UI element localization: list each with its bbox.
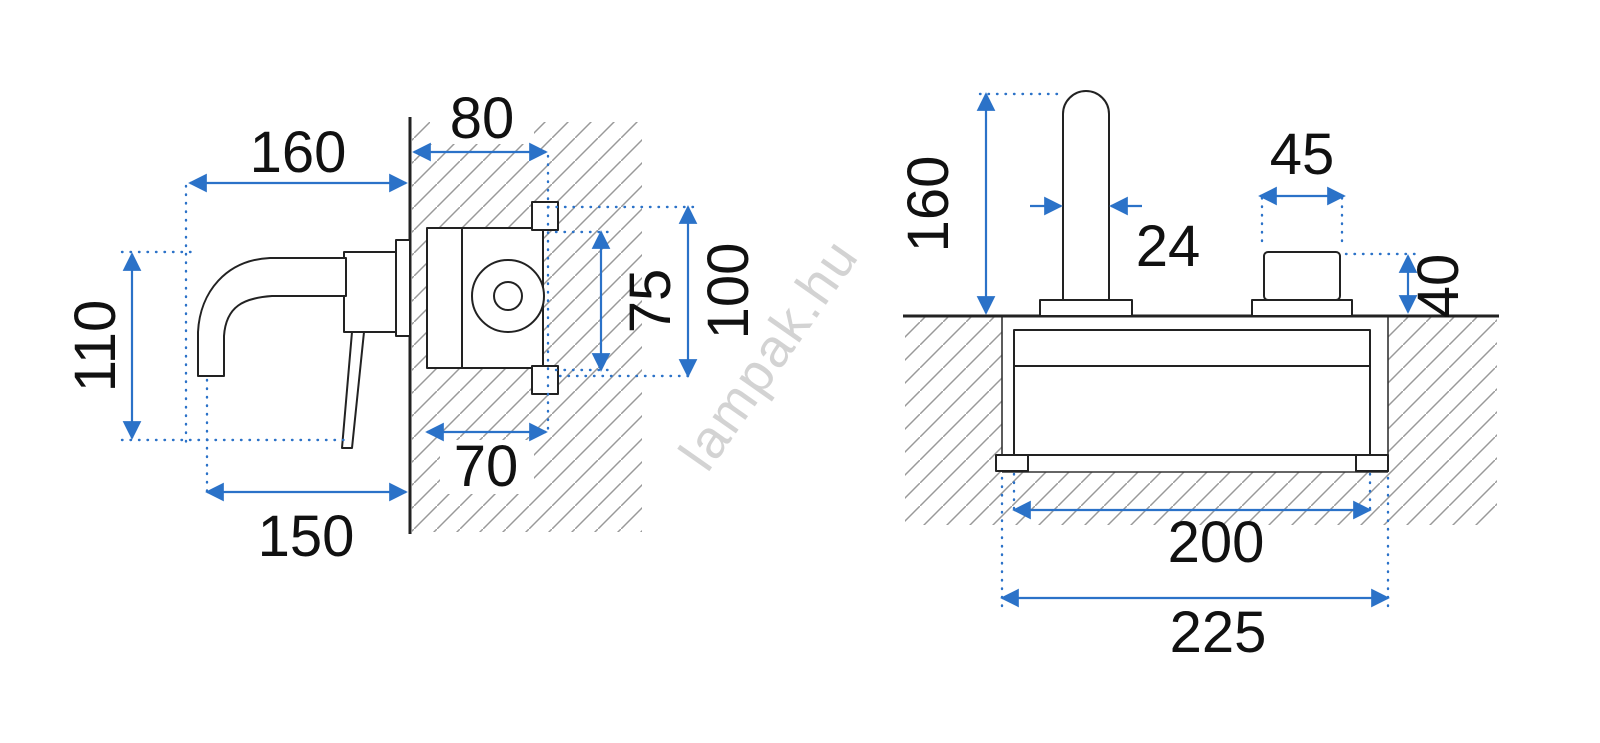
dim-40-label: 40 [1406, 254, 1471, 319]
dim-80-label: 80 [450, 86, 515, 151]
handle-base-flange [1251, 299, 1353, 317]
valve-cartridge-inner-circle [493, 281, 523, 311]
dim-45-label: 45 [1270, 122, 1335, 187]
spout-base-flange [1039, 299, 1133, 317]
dim-225-label: 225 [1170, 600, 1267, 665]
valve-mounting-ear-top [531, 201, 559, 231]
dim-24-label: 24 [1136, 214, 1201, 279]
curved-spout [197, 257, 347, 377]
dim-110-label: 110 [63, 300, 128, 392]
dim-150-label: 150 [258, 504, 355, 569]
mixer-foot-left [995, 454, 1029, 472]
hatch-gap-80-label [430, 88, 534, 144]
escutcheon-plate [395, 239, 411, 337]
mixer-foot-right [1355, 454, 1389, 472]
mixer-body [1013, 329, 1371, 456]
dim-75-label: 75 [618, 269, 683, 334]
hatch-gap-70-label [440, 440, 534, 494]
valve-mounting-ear-bottom [531, 365, 559, 395]
right-view-deck-mounted-mixer: 160 24 45 40 200 225 [896, 90, 1499, 665]
lever-handle [341, 331, 365, 449]
dim-70-label: 70 [454, 434, 519, 499]
handle-block [343, 251, 397, 333]
dim-100-label: 100 [696, 243, 761, 340]
dim-160-label: 160 [250, 120, 347, 185]
dim-200-label: 200 [1168, 510, 1265, 575]
handle-knob [1263, 251, 1341, 301]
left-view-wall-mounted-mixer: 160 80 110 75 100 70 150 [63, 86, 761, 569]
dim-160-label: 160 [896, 156, 961, 253]
tall-spout [1062, 90, 1110, 301]
